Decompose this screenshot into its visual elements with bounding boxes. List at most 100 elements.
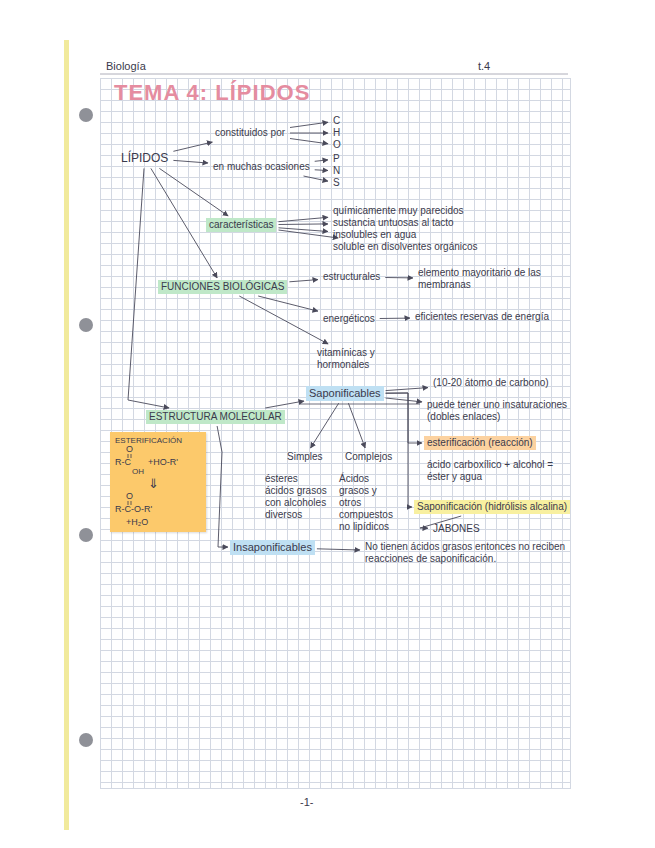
underline-stroke [300, 404, 420, 405]
connector-arrow [159, 168, 228, 216]
concept-label: químicamente muy parecidos [333, 205, 464, 217]
formula-text: +H₂O [126, 517, 148, 528]
formula-text: +HO-R' [148, 457, 178, 468]
connector-arrow [380, 318, 410, 319]
subject-label: Biología [106, 60, 146, 72]
formula-text: R-C [115, 457, 131, 468]
concept-text: (10-20 átomo de carbono) [430, 376, 552, 390]
concept-label: P [333, 153, 340, 165]
concept-label: Saponificación (hidrólisis alcalina) [417, 501, 567, 513]
concept-label: (10-20 átomo de carbono) [433, 377, 549, 389]
page-title: TEMA 4: LÍPIDOS [114, 80, 310, 106]
connector-arrow [386, 398, 422, 402]
concept-label: Ácidos grasos y otros compuestos no lipí… [339, 473, 399, 533]
concept-text: Complejos [342, 450, 395, 464]
highlighted-concept: ESTRUCTURA MOLECULAR [146, 410, 285, 424]
connector-arrow [311, 403, 339, 448]
connector-arrow [289, 280, 318, 282]
concept-label: puede tener uno insaturaciones (dobles e… [427, 399, 586, 423]
concept-text: ésteres ácidos grasos con alcoholes dive… [262, 472, 330, 522]
connector-arrow [386, 393, 412, 507]
connector-arrow [304, 176, 329, 181]
concept-label: sustancia untuosas al tacto [333, 217, 454, 229]
concept-label: Saponificables [309, 387, 381, 400]
highlighted-concept: Saponificables [306, 386, 384, 401]
formula-text: O [126, 444, 133, 455]
page-number: -1- [300, 796, 313, 808]
concept-label: constituidos por [215, 127, 285, 139]
concept-text: LÍPIDOS [118, 150, 171, 166]
punch-hole [79, 733, 93, 747]
connector-arrow [290, 122, 328, 127]
concept-text: eficientes reservas de energía [412, 310, 557, 324]
concept-label: C [333, 115, 340, 127]
concept-label: características [209, 219, 273, 231]
concept-label: JABONES [433, 523, 480, 535]
sticky-note: ESTERIFICACIÓNOR-COH+HO-R'⇓OR-C-O-R'+H₂O [110, 432, 206, 532]
concept-label: vitamínicas y hormonales [317, 347, 395, 371]
formula-text: ⇓ [148, 476, 159, 492]
concept-text: H [330, 126, 343, 140]
concept-label: soluble en disolventes orgánicos [333, 241, 478, 253]
concept-label: en muchas ocasiones [213, 161, 310, 173]
concept-text: estructurales [320, 270, 383, 284]
concept-text: soluble en disolventes orgánicos [330, 240, 481, 254]
concept-text: energéticos [320, 312, 378, 326]
highlighted-concept: FUNCIONES BIOLÓGICAS [158, 280, 287, 294]
header-rule [100, 74, 568, 75]
concept-label: Simples [287, 451, 323, 463]
concept-text: Simples [284, 450, 326, 464]
concept-text: vitamínicas y hormonales [314, 346, 398, 372]
connector-arrow [386, 388, 428, 391]
concept-text: ácido carboxílico + alcohol = éster y ag… [424, 458, 574, 484]
punch-hole [79, 318, 93, 332]
concept-label: ESTRUCTURA MOLECULAR [149, 411, 282, 423]
concept-text: Ácidos grasos y otros compuestos no lipí… [336, 472, 402, 534]
concept-label: H [333, 127, 340, 139]
concept-text: elemento mayoritario de las membranas [415, 266, 565, 292]
connector-arrow [348, 403, 365, 448]
concept-text: químicamente muy parecidos [330, 204, 467, 218]
connector-arrow [279, 223, 329, 225]
connector-arrow [315, 169, 328, 171]
punch-hole [79, 108, 93, 122]
paper-edge [64, 40, 69, 830]
highlighted-concept: Saponificación (hidrólisis alcalina) [414, 500, 570, 514]
concept-label: eficientes reservas de energía [415, 311, 554, 323]
concept-label: ácido carboxílico + alcohol = éster y ag… [427, 459, 571, 483]
concept-text: S [330, 176, 343, 190]
connector-arrow [315, 160, 328, 161]
concept-label: Complejos [345, 451, 392, 463]
connector-arrow [279, 217, 329, 221]
concept-text: JABONES [430, 522, 483, 536]
connector-arrow [173, 160, 208, 163]
concept-label: N [333, 165, 340, 177]
highlighted-concept: características [206, 218, 276, 232]
concept-text: en muchas ocasiones [210, 160, 313, 174]
connector-arrow [385, 277, 413, 278]
concept-label: FUNCIONES BIOLÓGICAS [161, 281, 284, 293]
concept-text: O [330, 138, 344, 152]
concept-label: Insaponificables [233, 541, 312, 554]
concept-label: No tienen ácidos grasos entonces no reci… [365, 541, 574, 565]
connector-arrow [217, 426, 228, 547]
punch-hole [79, 528, 93, 542]
concept-text: constituidos por [212, 126, 288, 140]
highlighted-concept: esterificación (reacción) [424, 436, 536, 450]
concept-text: No tienen ácidos grasos entonces no reci… [362, 540, 577, 566]
formula-text: OH [132, 467, 144, 477]
concept-text: P [330, 152, 343, 166]
formula-text: O [126, 491, 133, 502]
concept-text: insolubles en agua [330, 228, 419, 242]
concept-label: S [333, 177, 340, 189]
concept-label: estructurales [323, 271, 380, 283]
concept-label: esterificación (reacción) [427, 437, 533, 449]
concept-text: puede tener uno insaturaciones (dobles e… [424, 398, 589, 424]
connector-arrow [290, 139, 328, 144]
concept-text: C [330, 114, 343, 128]
concept-text: sustancia untuosas al tacto [330, 216, 457, 230]
formula-text: R-C-O-R' [115, 504, 152, 515]
connector-arrow [258, 296, 318, 311]
